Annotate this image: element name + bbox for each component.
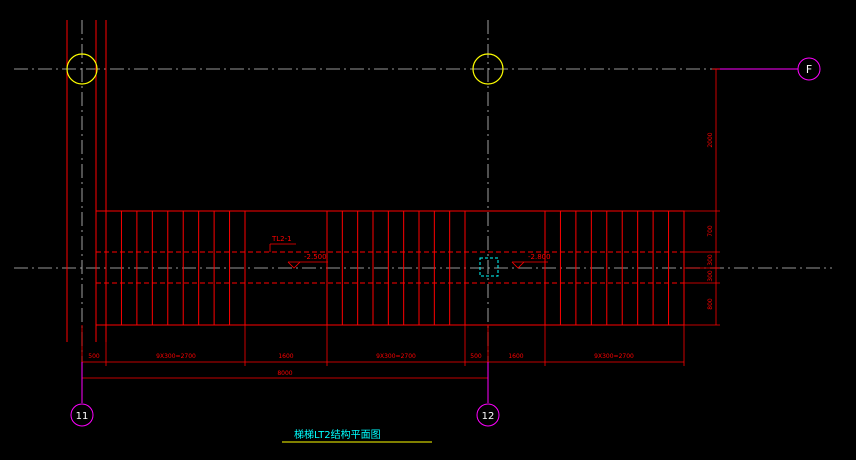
- dim-right-4: 300: [707, 270, 714, 282]
- dim-right-3: 300: [707, 254, 714, 266]
- drawing-title: 梯梯LT2结构平面图: [294, 428, 381, 441]
- dim-seg-4: 9X300=2700: [376, 353, 416, 360]
- dim-seg-7: 9X300=2700: [594, 353, 634, 360]
- beam-tag: TL2-1: [271, 235, 292, 243]
- stair-treads: [105, 211, 685, 325]
- dim-right-2: 700: [707, 225, 714, 237]
- left-walls: [66, 20, 107, 342]
- dim-seg-5: 500: [470, 353, 482, 360]
- column-highlight: [479, 257, 499, 277]
- dim-right-5: 800: [707, 298, 714, 310]
- bottom-dimension-labels: 500 9X300=2700 1600 9X300=2700 500 1600 …: [88, 353, 634, 377]
- grid-bubble-11: 11: [70, 403, 94, 427]
- grid-bubble-12: 12: [476, 403, 500, 427]
- dim-right-1: 2000: [707, 132, 714, 147]
- right-dimension-labels: 2000 700 300 300 800: [707, 132, 714, 310]
- dim-seg-3: 1600: [278, 353, 293, 360]
- annotation-right: [511, 261, 548, 269]
- grid-bubble-f: F: [797, 57, 821, 81]
- dim-seg-6: 1600: [508, 353, 523, 360]
- grid-label-f: F: [806, 63, 812, 76]
- column-circle-12: [472, 53, 504, 85]
- level-right: -2.800: [528, 253, 551, 261]
- stair-plan: [95, 210, 685, 326]
- right-dimension: [684, 68, 720, 326]
- grid-label-12: 12: [482, 411, 495, 422]
- bottom-dimension-ticks: [81, 325, 685, 366]
- dim-seg-1: 500: [88, 353, 100, 360]
- bottom-dimension: [81, 325, 685, 379]
- column-circles: [66, 53, 504, 85]
- column-circle-11: [66, 53, 98, 85]
- grid-stems: [81, 362, 489, 403]
- annotation-left: [269, 243, 328, 269]
- dim-seg-2: 9X300=2700: [156, 353, 196, 360]
- dim-total: 8000: [277, 370, 292, 377]
- grid-label-11: 11: [76, 411, 89, 422]
- level-left: -2.500: [304, 253, 327, 261]
